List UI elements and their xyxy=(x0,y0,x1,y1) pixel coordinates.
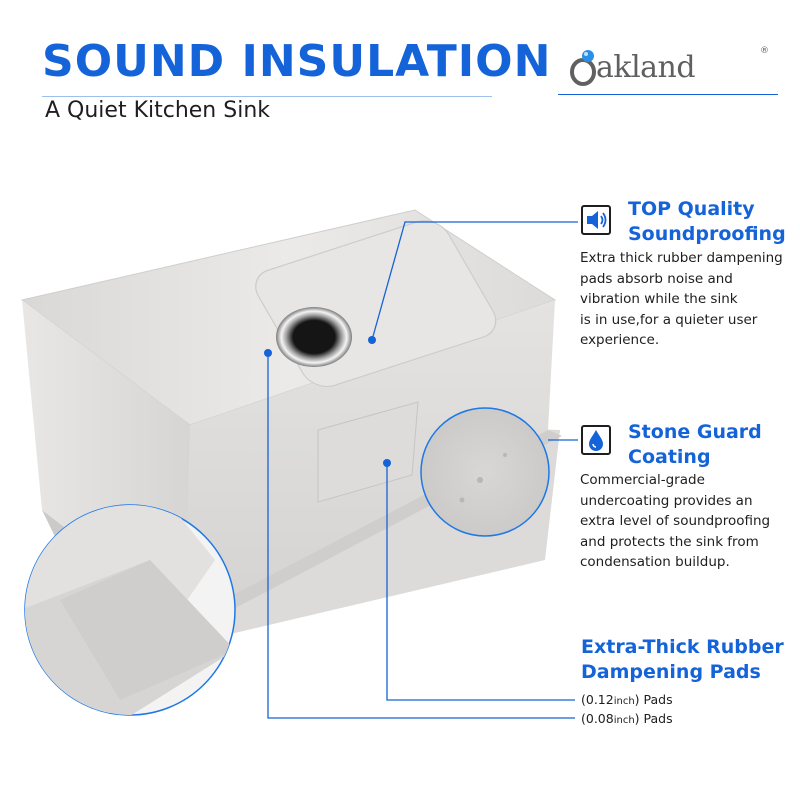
speaker-icon xyxy=(587,211,607,229)
callout-dots xyxy=(264,336,391,467)
feature-title-line: Extra-Thick Rubber xyxy=(581,636,784,658)
feature-description-coating: Commercial-grade undercoating provides a… xyxy=(580,470,770,573)
feature-description-soundproofing: Extra thick rubber dampening pads absorb… xyxy=(580,248,783,351)
feature-title-line: Stone Guard xyxy=(628,421,762,443)
description-line: extra level of soundproofing xyxy=(580,513,771,529)
feature-title-coating: Stone Guard Coating xyxy=(628,420,762,470)
callout-lines xyxy=(267,221,578,719)
description-line: is in use,for a quieter user xyxy=(580,311,758,328)
pad-value: (0.12 xyxy=(581,692,614,707)
pad-value: (0.08 xyxy=(581,711,614,726)
side-pad xyxy=(317,401,419,503)
description-line: Extra thick rubber dampening xyxy=(580,250,783,266)
title-underline xyxy=(42,96,492,97)
pad-unit: inch xyxy=(613,696,635,707)
description-line: pads absorb noise and xyxy=(580,270,733,287)
feature-title-pads: Extra-Thick Rubber Dampening Pads xyxy=(581,635,784,685)
feature-title-line: TOP Quality xyxy=(628,198,755,220)
brand-logo: akland ® xyxy=(558,36,778,98)
pad-label: ) Pads xyxy=(634,692,673,707)
feature-title-line: Coating xyxy=(628,446,711,468)
feature-title-line: Soundproofing xyxy=(628,223,786,245)
brand-underline xyxy=(558,94,778,95)
description-line: vibration while the sink xyxy=(580,291,738,307)
water-drop-icon-box xyxy=(581,425,611,455)
description-line: and protects the sink from xyxy=(580,533,759,550)
pad-label: ) Pads xyxy=(634,711,673,726)
water-drop-icon xyxy=(589,430,603,451)
feature-title-line: Dampening Pads xyxy=(581,661,761,683)
pad-thickness-0: (0.12inch) Pads xyxy=(581,692,673,707)
feature-title-soundproofing: TOP Quality Soundproofing xyxy=(628,197,786,247)
speaker-icon-box xyxy=(581,205,611,235)
brand-o-drop-icon xyxy=(570,50,596,86)
registered-mark: ® xyxy=(760,46,769,56)
pad-unit: inch xyxy=(613,715,635,726)
description-line: Commercial-grade xyxy=(580,472,705,488)
pad-thickness-1: (0.08inch) Pads xyxy=(581,711,673,726)
brand-name: akland xyxy=(596,50,696,85)
drain-hole xyxy=(276,307,352,367)
page-title: SOUND INSULATION xyxy=(42,36,552,87)
description-line: condensation buildup. xyxy=(580,554,730,570)
description-line: undercoating provides an xyxy=(580,492,753,509)
zoom-circle-coating xyxy=(420,407,550,537)
page-subtitle: A Quiet Kitchen Sink xyxy=(45,98,271,123)
description-line: experience. xyxy=(580,332,660,348)
